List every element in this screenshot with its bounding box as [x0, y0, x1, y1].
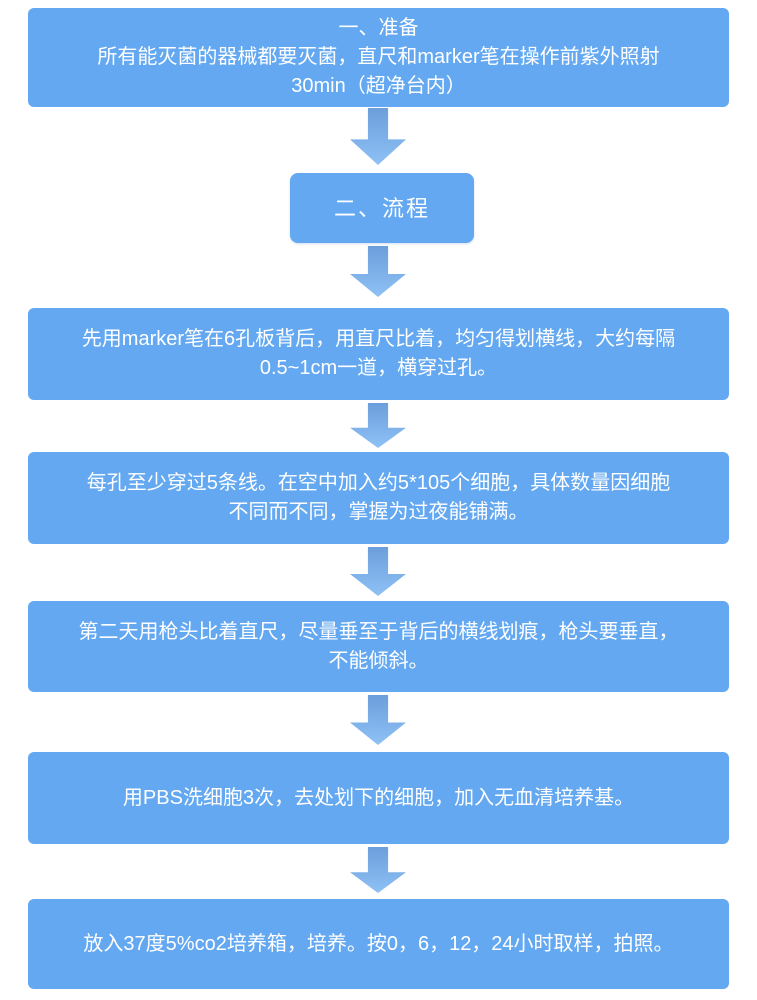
flow-step-draw-lines: 先用marker笔在6孔板背后，用直尺比着，均匀得划横线，大约每隔 0.5~1c…: [28, 308, 729, 400]
flow-step-seed-cells: 每孔至少穿过5条线。在空中加入约5*105个细胞，具体数量因细胞 不同而不同，掌…: [28, 452, 729, 544]
down-arrow-icon: [350, 403, 406, 448]
flow-step-prepare: 一、准备 所有能灭菌的器械都要灭菌，直尺和marker笔在操作前紫外照射 30m…: [28, 8, 729, 107]
flow-step-scratch: 第二天用枪头比着直尺，尽量垂至于背后的横线划痕，枪头要垂直， 不能倾斜。: [28, 601, 729, 692]
down-arrow-icon: [350, 108, 406, 165]
flow-step-incubate: 放入37度5%co2培养箱，培养。按0，6，12，24小时取样，拍照。: [28, 899, 729, 989]
flow-step-wash: 用PBS洗细胞3次，去处划下的细胞，加入无血清培养基。: [28, 752, 729, 844]
down-arrow-icon: [350, 547, 406, 596]
down-arrow-icon: [350, 695, 406, 745]
down-arrow-icon: [350, 847, 406, 893]
flow-step-process-title: 二、流程: [290, 173, 474, 243]
down-arrow-icon: [350, 246, 406, 297]
